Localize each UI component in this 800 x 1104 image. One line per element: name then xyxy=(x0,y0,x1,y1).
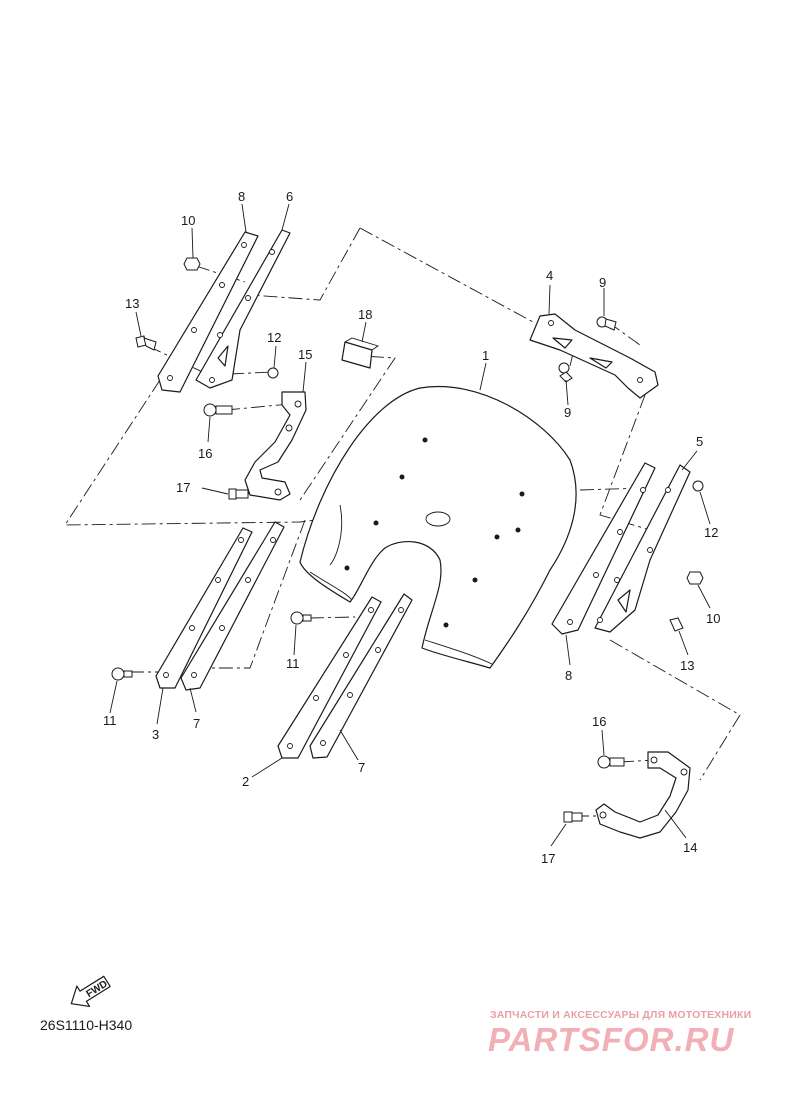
callout-labels: 1 2 3 4 5 6 7 7 8 8 9 9 10 10 11 11 12 1… xyxy=(103,189,720,866)
callout-1: 1 xyxy=(482,348,489,363)
bracket-part-8 xyxy=(157,231,259,393)
callout-12a: 12 xyxy=(267,330,281,345)
windscreen-part-1 xyxy=(299,386,577,669)
callout-3: 3 xyxy=(152,727,159,742)
callout-7b: 7 xyxy=(358,760,365,775)
nut-part-12b xyxy=(692,480,704,492)
callout-2: 2 xyxy=(242,774,249,789)
watermark-brand: PARTSFOR.RU xyxy=(488,1021,735,1058)
callout-8a: 8 xyxy=(238,189,245,204)
bolt-part-13a xyxy=(135,335,157,351)
bolt-part-9b xyxy=(558,362,573,383)
bracket-part-4 xyxy=(529,313,659,399)
bolt-part-16b xyxy=(597,755,625,769)
bracket-part-8-right xyxy=(551,462,656,635)
callout-13b: 13 xyxy=(680,658,694,673)
brace-part-7a xyxy=(180,521,285,691)
bolt-part-13b xyxy=(669,617,684,632)
diagram-code: 26S1110-H340 xyxy=(40,1017,133,1033)
callout-11a: 11 xyxy=(103,713,117,728)
bolt-part-9a xyxy=(596,316,617,331)
stay-part-15 xyxy=(244,391,307,501)
nut-part-10b xyxy=(686,571,704,585)
watermark-tagline: ЗАПЧАСТИ И АКСЕССУАРЫ ДЛЯ МОТОТЕХНИКИ xyxy=(490,1009,752,1021)
bolt-part-17b xyxy=(563,811,583,823)
callout-13a: 13 xyxy=(125,296,139,311)
callout-11b: 11 xyxy=(286,656,300,671)
callout-10b: 10 xyxy=(706,611,720,626)
callout-15: 15 xyxy=(298,347,312,362)
callout-4: 4 xyxy=(546,268,553,283)
bolt-part-17a xyxy=(228,488,249,500)
callout-14: 14 xyxy=(683,840,697,855)
forward-direction-arrow: FWD xyxy=(70,975,111,1008)
brace-part-3 xyxy=(155,527,253,689)
callout-16b: 16 xyxy=(592,714,606,729)
windscreen-vent-hole xyxy=(425,511,451,527)
nut-part-12a xyxy=(267,367,279,379)
callout-17b: 17 xyxy=(541,851,555,866)
callout-7a: 7 xyxy=(193,716,200,731)
pad-part-18 xyxy=(341,337,380,369)
bracket-part-6 xyxy=(195,229,291,389)
bolt-part-11a xyxy=(111,667,133,681)
brace-part-2 xyxy=(277,596,382,759)
bolt-part-10a xyxy=(183,257,201,271)
brace-part-7b xyxy=(309,593,413,759)
stay-part-14 xyxy=(595,751,691,839)
bracket-part-5 xyxy=(594,464,691,633)
callout-17a: 17 xyxy=(176,480,190,495)
callout-18: 18 xyxy=(358,307,372,322)
bolt-part-16a xyxy=(203,403,233,417)
callout-16a: 16 xyxy=(198,446,212,461)
leader-lines xyxy=(109,203,711,847)
callout-8b: 8 xyxy=(565,668,572,683)
callout-9b: 9 xyxy=(564,405,571,420)
callout-5: 5 xyxy=(696,434,703,449)
callout-6: 6 xyxy=(286,189,293,204)
callout-9a: 9 xyxy=(599,275,606,290)
callout-10a: 10 xyxy=(181,213,195,228)
callout-12b: 12 xyxy=(704,525,718,540)
bolt-part-11b xyxy=(290,611,312,625)
